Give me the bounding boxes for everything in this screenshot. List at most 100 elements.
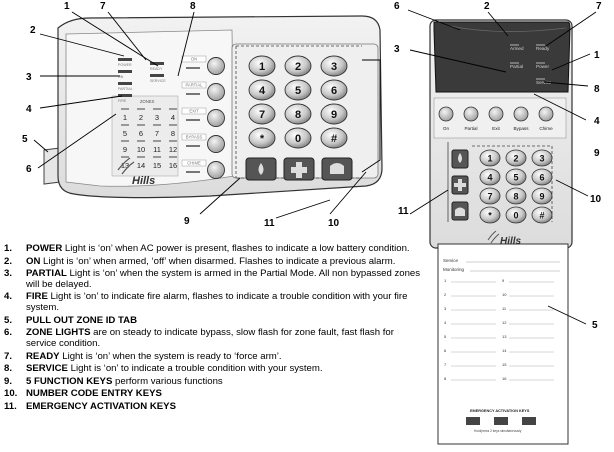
legend-number: 10. <box>4 388 18 400</box>
callout-right-10: 10 <box>590 194 602 205</box>
number-key-label: 6 <box>331 85 337 97</box>
function-key-button[interactable] <box>207 57 225 75</box>
number-key[interactable] <box>284 55 312 77</box>
card-medical-key <box>494 417 508 425</box>
indicator-led <box>118 82 132 85</box>
zone-light <box>121 140 129 142</box>
card-zone-number: 9 <box>502 278 505 283</box>
function-key-button[interactable] <box>207 83 225 101</box>
legend-number: 6. <box>4 327 13 339</box>
number-key-label: 3 <box>539 154 544 164</box>
card-zone-number: 2 <box>444 292 447 297</box>
zone-light <box>137 108 145 110</box>
number-key[interactable] <box>531 206 553 224</box>
legend-text: NUMBER CODE ENTRY KEYS <box>26 388 162 400</box>
function-key-button[interactable] <box>438 106 454 122</box>
legend-number: 3. <box>4 268 13 279</box>
callout-right-6: 6 <box>394 1 400 12</box>
number-key-label: 1 <box>487 154 492 164</box>
number-key-label: 9 <box>331 109 337 121</box>
right-hills-logo: Hills <box>487 230 522 247</box>
number-key[interactable] <box>505 168 527 186</box>
function-key-label-plate <box>181 159 207 167</box>
number-key[interactable] <box>320 55 348 77</box>
number-key[interactable] <box>479 149 501 167</box>
number-key[interactable] <box>479 206 501 224</box>
function-key-button[interactable] <box>207 109 225 127</box>
legend-description: Light is ‘on’ when the system is ready t… <box>59 350 282 362</box>
function-key-button[interactable] <box>207 161 225 179</box>
legend-number: 8. <box>4 363 13 375</box>
legend-term: EMERGENCY ACTIVATION KEYS <box>26 400 176 412</box>
function-key-button[interactable] <box>463 106 479 122</box>
right-leader-lines <box>407 9 597 325</box>
indicator-label: SERVICE <box>150 79 166 83</box>
indicator-label: POWER <box>118 63 132 67</box>
indicator-label: Armed <box>510 46 524 51</box>
number-key[interactable] <box>505 206 527 224</box>
zone-light <box>169 140 177 142</box>
zone-light <box>169 156 177 158</box>
number-key[interactable] <box>531 168 553 186</box>
number-key[interactable] <box>284 79 312 101</box>
number-key[interactable] <box>248 55 276 77</box>
callout-right-1: 1 <box>594 50 600 61</box>
callout-left-10: 10 <box>328 218 340 229</box>
number-key[interactable] <box>479 168 501 186</box>
legend-term: READY <box>26 350 60 362</box>
callout-right-7: 7 <box>596 1 602 12</box>
number-key[interactable] <box>320 103 348 125</box>
zone-number: 2 <box>139 113 143 122</box>
number-key[interactable] <box>320 79 348 101</box>
number-key[interactable] <box>320 127 348 149</box>
function-key-label: EXIT <box>189 109 199 114</box>
card-zone-number: 10 <box>502 292 507 297</box>
zone-number: 16 <box>169 161 177 170</box>
function-key-label: CHIME <box>187 161 201 166</box>
number-key[interactable] <box>284 103 312 125</box>
indicator-led <box>536 62 545 64</box>
indicator-led <box>536 44 545 46</box>
card-zone-number: 4 <box>444 320 447 325</box>
legend-item: 4.FIRE Light is ‘on’ to indicate fire al… <box>4 291 424 314</box>
legend-item: 8.SERVICE Light is ‘on’ to indicate a tr… <box>4 363 424 375</box>
number-key[interactable] <box>479 187 501 205</box>
indicator-led <box>510 62 519 64</box>
zone-light <box>169 108 177 110</box>
right-callouts: 6 2 7 3 1 8 4 9 11 10 5 <box>394 1 602 331</box>
zone-number: 13 <box>121 161 129 170</box>
indicator-label: PARTIAL <box>118 87 133 91</box>
legend-text: ZONE LIGHTS are on steady to indicate by… <box>26 327 424 350</box>
function-key-button[interactable] <box>207 135 225 153</box>
card-zone-number: 8 <box>444 376 447 381</box>
indicator-label: Partial <box>510 64 523 69</box>
card-emergency-note: Hold/press 2 keys simultaneously <box>474 429 522 433</box>
right-emergency-keys <box>451 149 469 221</box>
callout-right-3: 3 <box>394 44 400 55</box>
number-key[interactable] <box>248 127 276 149</box>
legend-item: 1.POWER Light is ‘on’ when AC power is p… <box>4 243 424 255</box>
number-key-label: # <box>331 133 337 145</box>
number-key[interactable] <box>505 187 527 205</box>
function-key-button[interactable] <box>488 106 504 122</box>
number-key[interactable] <box>505 149 527 167</box>
number-key[interactable] <box>531 149 553 167</box>
legend-list: 1.POWER Light is ‘on’ when AC power is p… <box>4 243 424 414</box>
card-zone-number: 5 <box>444 334 447 339</box>
card-zone-number: 16 <box>502 376 507 381</box>
zone-number: 11 <box>153 145 161 154</box>
legend-description: Light is ‘on’ to indicate a trouble cond… <box>67 363 323 375</box>
number-key[interactable] <box>248 79 276 101</box>
left-brand-text: Hills <box>132 175 155 187</box>
number-key-label: 2 <box>513 154 518 164</box>
function-key-button[interactable] <box>538 106 554 122</box>
function-key-button[interactable] <box>513 106 529 122</box>
number-key[interactable] <box>531 187 553 205</box>
indicator-led <box>510 44 519 46</box>
legend-term: NUMBER CODE ENTRY KEYS <box>26 388 162 400</box>
zone-light <box>153 108 161 110</box>
number-key[interactable] <box>284 127 312 149</box>
number-key[interactable] <box>248 103 276 125</box>
